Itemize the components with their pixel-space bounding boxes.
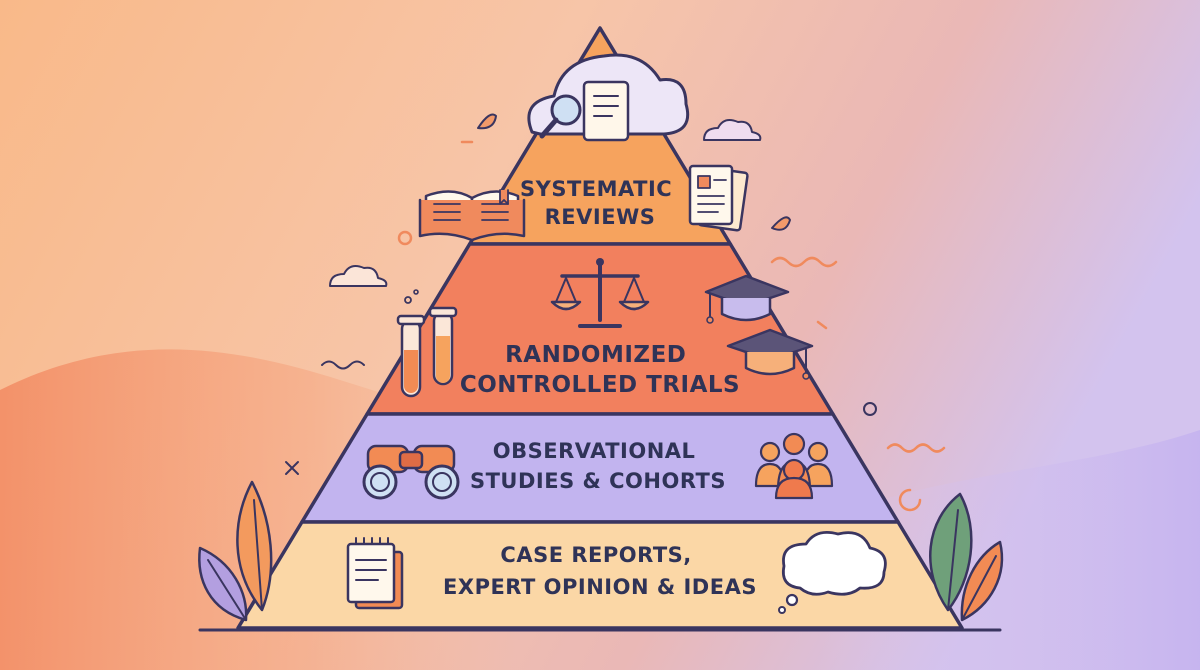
- decorative-doodles: [285, 140, 946, 512]
- test-tubes-icon: [396, 289, 458, 398]
- graduation-cap-icon: [704, 274, 790, 324]
- graduation-cap-icon: [726, 328, 814, 380]
- binoculars-icon: [362, 444, 460, 500]
- tier-1-label: SYSTEMATIC REVIEWS: [520, 177, 680, 229]
- sparkle-star-icon: [285, 461, 299, 475]
- tier-4-label: CASE REPORTS, EXPERT OPINION & IDEAS: [443, 543, 757, 599]
- tier-2-label: RANDOMIZED CONTROLLED TRIALS: [460, 342, 740, 398]
- plant-left: [198, 480, 273, 622]
- people-group-icon: [754, 432, 834, 500]
- tier-3-line-2: STUDIES & COHORTS: [470, 469, 726, 493]
- floating-leaf-icon: [771, 216, 791, 231]
- tier-4-line-2: EXPERT OPINION & IDEAS: [443, 575, 757, 599]
- tier-1-line-1: SYSTEMATIC: [520, 177, 672, 201]
- small-cloud-icon: [703, 119, 762, 141]
- balance-scale-icon: [550, 258, 650, 328]
- tier-3-line-1: OBSERVATIONAL: [493, 439, 696, 463]
- squiggle-icon: [321, 360, 365, 370]
- notepad-icon: [346, 537, 404, 610]
- tier-2-line-2: CONTROLLED TRIALS: [460, 372, 740, 398]
- tier-4-line-1: CASE REPORTS,: [500, 543, 691, 567]
- documents-icon: [688, 164, 749, 232]
- squiggle-icon: [886, 443, 946, 453]
- sparkle-circle-icon: [863, 402, 877, 416]
- tier-2-line-1: RANDOMIZED: [505, 342, 686, 368]
- squiggle-icon: [770, 256, 838, 268]
- thought-bubble-icon: [778, 530, 887, 614]
- sparkle-circle-icon: [397, 230, 413, 246]
- tier-1-line-2: REVIEWS: [545, 205, 656, 229]
- cloud-scroll-magnifier-icon: [527, 53, 690, 142]
- floating-leaf-icon: [477, 113, 497, 130]
- squiggle-icon: [898, 488, 922, 512]
- small-cloud-icon: [329, 265, 388, 287]
- plant-right: [929, 492, 1004, 622]
- open-book-icon: [418, 189, 526, 242]
- dash-icon: [816, 320, 828, 330]
- tier-3-label: OBSERVATIONAL STUDIES & COHORTS: [470, 439, 726, 493]
